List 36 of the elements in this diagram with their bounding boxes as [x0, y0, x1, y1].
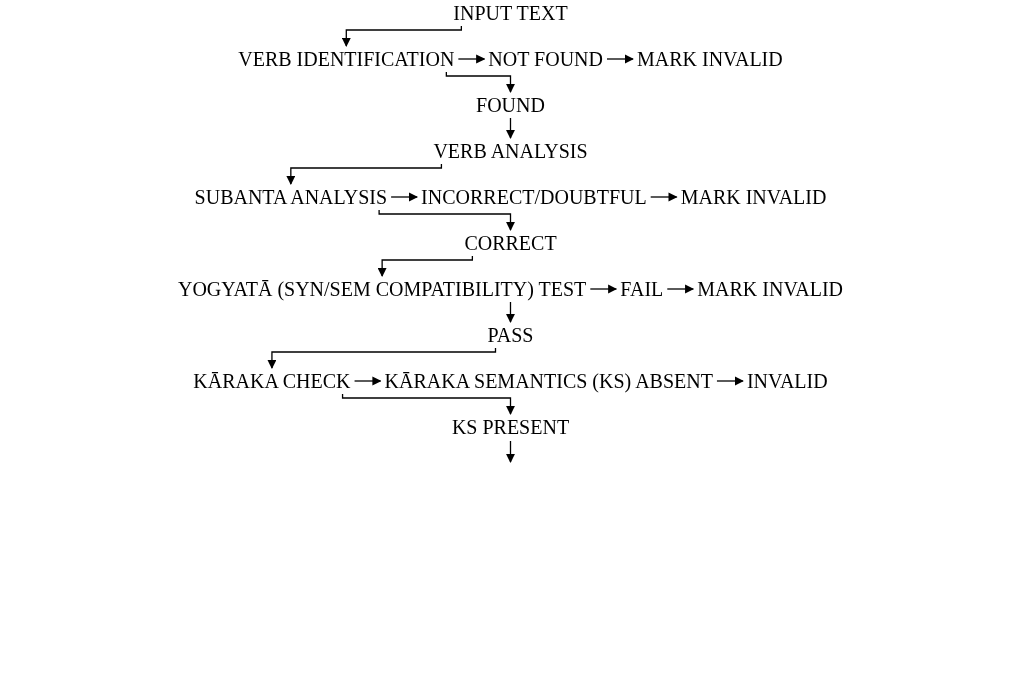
step-text: FAIL	[620, 278, 664, 300]
step-text: MARK INVALID	[680, 186, 827, 208]
arrow	[286, 163, 443, 185]
step-text: FOUND	[476, 94, 545, 116]
step-text: PASS	[487, 324, 534, 346]
arrow	[267, 347, 497, 369]
arrow	[390, 192, 418, 202]
step-text: SUBANTA ANALYSIS	[194, 186, 388, 208]
arrow	[353, 376, 382, 386]
step-text: VERB IDENTIFICATION	[238, 48, 455, 70]
arrow	[606, 54, 634, 64]
arrow	[666, 284, 695, 294]
step-text: MARK INVALID	[697, 278, 844, 300]
arrow	[341, 25, 462, 47]
arrow	[589, 284, 618, 294]
step-text: INVALID	[746, 370, 828, 392]
arrow	[505, 301, 516, 323]
arrow	[341, 393, 516, 415]
step-text: KĀRAKA SEMANTICS (KS) ABSENT	[384, 370, 713, 392]
step-text: INCORRECT/DOUBTFUL	[421, 186, 647, 208]
step-text: YOGYATĀ (SYN/SEM COMPATIBILITY) TEST	[177, 278, 587, 300]
step-text: MARK INVALID	[637, 48, 783, 70]
step-text: VERB ANALYSIS	[433, 140, 588, 162]
step-text: KS PRESENT	[451, 416, 570, 438]
arrow	[650, 192, 678, 202]
arrow	[505, 117, 516, 139]
arrow	[457, 54, 486, 64]
step-text: KĀRAKA CHECK	[193, 370, 351, 392]
step-text: CORRECT	[464, 232, 557, 254]
arrow	[378, 209, 516, 231]
arrow	[377, 255, 474, 277]
step-text: NOT FOUND	[488, 48, 603, 70]
step-text: INPUT TEXT	[453, 2, 568, 24]
arrow	[445, 71, 516, 93]
arrow	[505, 440, 516, 463]
arrow	[716, 376, 744, 386]
